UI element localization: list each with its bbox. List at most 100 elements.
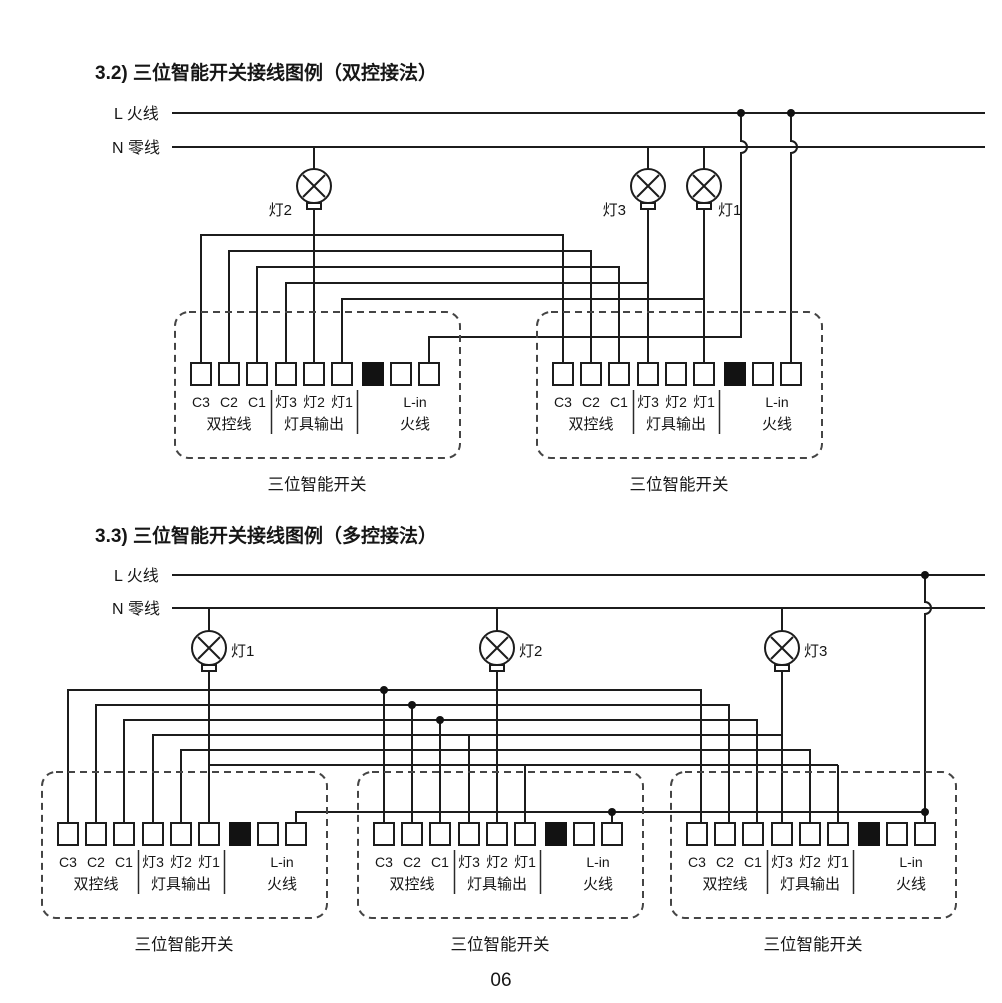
- terminal-c1: [742, 822, 764, 846]
- terminal-label-c3: C3: [375, 854, 393, 870]
- switch-box: C3 C2 C1 灯3 灯2 灯1 L-in 双控线 灯具输出 火线 三位智能开…: [670, 771, 957, 954]
- lamp: [686, 168, 722, 210]
- switch-box: C3 C2 C1 灯3 灯2 灯1 L-in 双控线 灯具输出 火线 三位智能开…: [41, 771, 328, 954]
- lamp: [296, 168, 332, 210]
- terminal-label-lamp1: 灯1: [693, 394, 715, 410]
- terminal-label-lamp2: 灯2: [665, 394, 687, 410]
- terminal-label-c3: C3: [59, 854, 77, 870]
- terminal-label-c3: C3: [554, 394, 572, 410]
- section-dual-control: 3.2) 三位智能开关接线图例（双控接法） L 火线 N 零线: [95, 61, 985, 494]
- terminal-c1: [429, 822, 451, 846]
- terminal-label-lamp3: 灯3: [637, 394, 659, 410]
- terminal-label-c3: C3: [688, 854, 706, 870]
- junction-dot: [408, 701, 416, 709]
- switch-caption: 三位智能开关: [451, 935, 550, 954]
- switch-outline: [670, 771, 957, 919]
- group-label-live: 火线: [400, 416, 430, 433]
- second-switch-slot: C3 C2 C1 灯3 灯2 灯1 L-in 双控线 灯具输出 火线 三位智能开…: [357, 771, 644, 954]
- section-multi-control: 3.3) 三位智能开关接线图例（多控接法） L 火线 N 零线: [41, 524, 985, 954]
- terminal-label-c2: C2: [582, 394, 600, 410]
- junction-dot: [380, 686, 388, 694]
- junction-dot: [737, 109, 745, 117]
- terminal-lamp3: [142, 822, 164, 846]
- switch-box: C3 C2 C1 灯3 灯2 灯1 L-in 双控线 灯具输出 火线 三位智能开…: [357, 771, 644, 954]
- terminal-c3: [190, 362, 212, 386]
- right-switch-slot: C3 C2 C1 灯3 灯2 灯1 L-in 双控线 灯具输出 火线 三位智能开…: [536, 311, 823, 494]
- terminal-lamp3: [637, 362, 659, 386]
- terminal-spare: [752, 362, 774, 386]
- terminal-label-lin: L-in: [765, 394, 788, 410]
- terminal-label-c2: C2: [220, 394, 238, 410]
- terminal-c3: [552, 362, 574, 386]
- lamp-output-bus-wires: [152, 734, 839, 823]
- switch-outline: [41, 771, 328, 919]
- terminal-label-c1: C1: [431, 854, 449, 870]
- terminal-black: [724, 362, 746, 386]
- third-switch-slot: C3 C2 C1 灯3 灯2 灯1 L-in 双控线 灯具输出 火线 三位智能开…: [670, 771, 957, 954]
- junction-dot: [608, 808, 616, 816]
- neutral-wire-label: N 零线: [112, 139, 160, 157]
- terminal-c1: [113, 822, 135, 846]
- switch-box: C3 C2 C1 灯3 灯2 灯1 L-in 双控线 灯具输出 火线 三位智能开…: [174, 311, 461, 494]
- switch-caption: 三位智能开关: [630, 475, 729, 494]
- terminal-label-lin: L-in: [403, 394, 426, 410]
- terminal-lamp3: [275, 362, 297, 386]
- terminal-label-lamp1: 灯1: [198, 854, 220, 870]
- lamp-base: [201, 664, 217, 672]
- group-label-live: 火线: [896, 876, 926, 893]
- terminal-black: [362, 362, 384, 386]
- group-label-lamp-output: 灯具输出: [151, 876, 211, 893]
- group-label-lamp-output: 灯具输出: [467, 876, 527, 893]
- terminal-c1: [246, 362, 268, 386]
- terminal-label-lamp3: 灯3: [142, 854, 164, 870]
- terminal-label-lin: L-in: [270, 854, 293, 870]
- terminal-label-lamp2: 灯2: [799, 854, 821, 870]
- lamp2-label: 灯2: [519, 643, 542, 660]
- lamp: [630, 168, 666, 210]
- switch-box: C3 C2 C1 灯3 灯2 灯1 L-in 双控线 灯具输出 火线 三位智能开…: [536, 311, 823, 494]
- lamp3-label: 灯3: [603, 202, 626, 219]
- group-label-dual-control: 双控线: [702, 876, 747, 893]
- lamp2-symbol: [479, 630, 515, 672]
- group-label-dual-control: 双控线: [73, 876, 118, 893]
- terminal-lin: [780, 362, 802, 386]
- lamp-filament-cross: [302, 174, 326, 198]
- terminal-label-c1: C1: [115, 854, 133, 870]
- junction-dot: [921, 808, 929, 816]
- terminal-spare: [886, 822, 908, 846]
- junction-dot: [436, 716, 444, 724]
- lamp: [764, 630, 800, 672]
- group-label-live: 火线: [583, 876, 613, 893]
- terminal-label-c2: C2: [403, 854, 421, 870]
- terminal-c2: [218, 362, 240, 386]
- terminal-lin: [601, 822, 623, 846]
- junction-dot: [787, 109, 795, 117]
- terminal-lamp2: [486, 822, 508, 846]
- section-title: 3.2) 三位智能开关接线图例（双控接法）: [95, 61, 437, 84]
- terminal-black: [858, 822, 880, 846]
- group-label-lamp-output: 灯具输出: [646, 416, 706, 433]
- terminal-lamp2: [303, 362, 325, 386]
- terminal-lamp1: [198, 822, 220, 846]
- group-label-dual-control: 双控线: [206, 416, 251, 433]
- switch-caption: 三位智能开关: [764, 935, 863, 954]
- group-label-live: 火线: [267, 876, 297, 893]
- terminal-c3: [686, 822, 708, 846]
- group-label-dual-control: 双控线: [568, 416, 613, 433]
- switch-outline: [357, 771, 644, 919]
- lamp1-label: 灯1: [231, 643, 254, 660]
- lamp3-symbol: [764, 630, 800, 672]
- terminal-lamp1: [331, 362, 353, 386]
- lamp-base: [774, 664, 790, 672]
- lamp-filament-cross: [197, 636, 221, 660]
- first-switch-slot: C3 C2 C1 灯3 灯2 灯1 L-in 双控线 灯具输出 火线 三位智能开…: [41, 771, 328, 954]
- switch-caption: 三位智能开关: [135, 935, 234, 954]
- terminal-lin: [914, 822, 936, 846]
- terminal-lamp3: [458, 822, 480, 846]
- terminal-label-c1: C1: [248, 394, 266, 410]
- section-title: 3.3) 三位智能开关接线图例（多控接法）: [95, 524, 437, 547]
- terminal-label-lamp1: 灯1: [514, 854, 536, 870]
- terminal-label-lamp3: 灯3: [771, 854, 793, 870]
- terminal-c2: [401, 822, 423, 846]
